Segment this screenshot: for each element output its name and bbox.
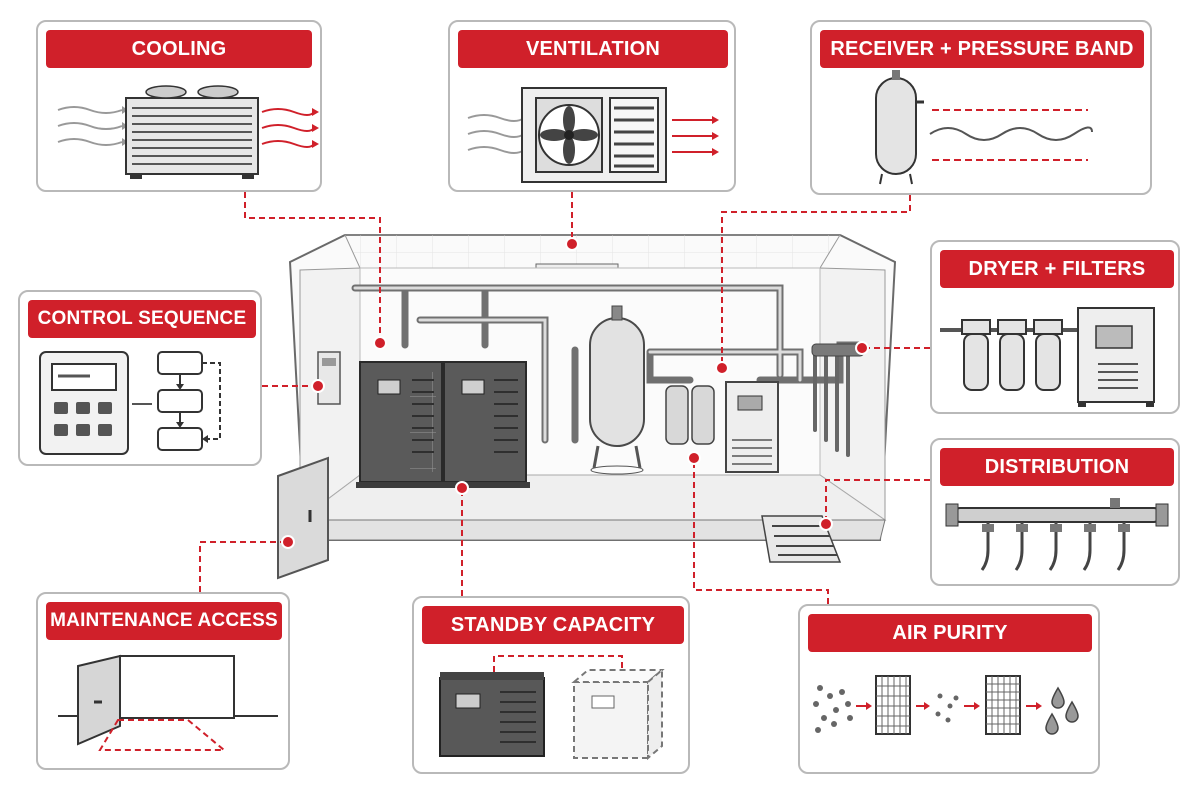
panel-title: CONTROL SEQUENCE — [28, 300, 256, 338]
panel-title: COOLING — [46, 30, 312, 68]
receiver-tank-icon — [875, 70, 1093, 185]
droplet-icon — [1045, 686, 1079, 735]
panel-title: STANDBY CAPACITY — [422, 606, 684, 644]
panel-standby: STANDBY CAPACITY — [412, 596, 690, 774]
compressor-icon — [439, 655, 665, 761]
panel-title: DISTRIBUTION — [940, 448, 1174, 486]
panel-distribution: DISTRIBUTION — [930, 438, 1180, 586]
compressor-2 — [440, 361, 530, 488]
wall-controller — [317, 351, 341, 405]
filter-icon — [813, 675, 1079, 735]
leader-lines — [199, 192, 930, 604]
panel-ventilation: VENTILATION — [448, 20, 736, 192]
dryer-icon — [940, 307, 1155, 407]
panel-title: AIR PURITY — [808, 614, 1092, 652]
leader-dots — [281, 237, 869, 549]
panel-purity: AIR PURITY — [798, 604, 1100, 774]
panel-control: CONTROL SEQUENCE — [18, 290, 262, 466]
panel-title: VENTILATION — [458, 30, 728, 68]
door-icon — [58, 654, 278, 751]
cooler-icon — [57, 85, 319, 179]
panel-title: RECEIVER + PRESSURE BAND — [820, 30, 1144, 68]
manifold-icon — [945, 498, 1169, 571]
receiver-tank — [589, 305, 645, 475]
panel-dryer: DRYER + FILTERS — [930, 240, 1180, 414]
access-door — [277, 456, 329, 580]
controller-icon — [39, 351, 221, 455]
compressor-1 — [356, 361, 446, 488]
panel-maintenance: MAINTENANCE ACCESS — [36, 592, 290, 770]
panel-receiver: RECEIVER + PRESSURE BAND — [810, 20, 1152, 195]
room-filters — [665, 385, 715, 445]
room-dryer — [725, 381, 779, 473]
panel-title: DRYER + FILTERS — [940, 250, 1174, 288]
panel-title: MAINTENANCE ACCESS — [46, 602, 282, 640]
panel-cooling: COOLING — [36, 20, 322, 192]
fan-icon — [467, 87, 719, 183]
